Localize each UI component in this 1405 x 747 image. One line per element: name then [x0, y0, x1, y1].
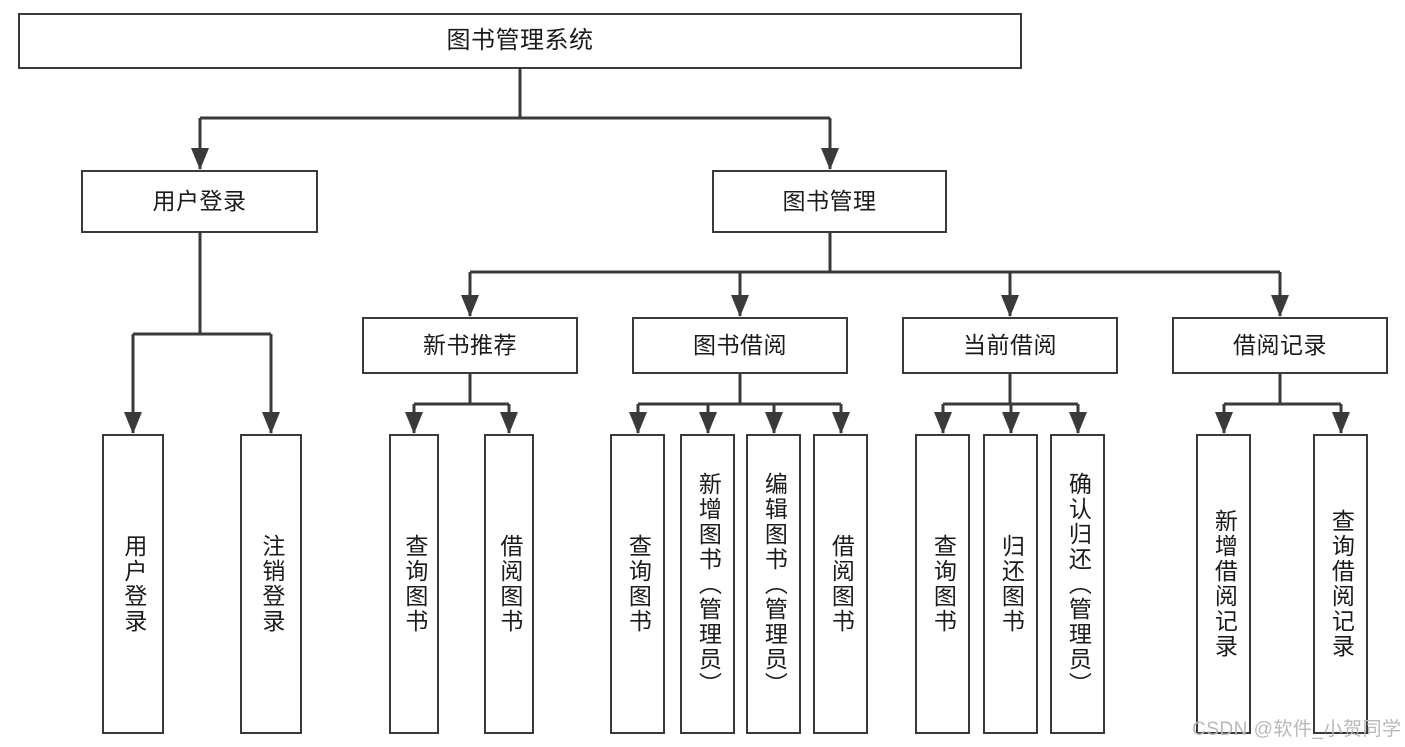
arrow-head — [405, 412, 423, 434]
node-label: 注销登录 — [258, 534, 285, 634]
arrow-head — [1069, 412, 1087, 434]
node-label: 新增图书（管理员） — [695, 471, 722, 697]
arrow-head — [629, 412, 647, 434]
arrow-head — [500, 412, 518, 434]
node-label: 查询图书 — [930, 534, 957, 634]
node-root: 图书管理系统 — [18, 13, 1022, 69]
arrow-head — [1002, 412, 1020, 434]
node-label: 编辑图书（管理员） — [761, 471, 788, 697]
arrow-head — [699, 412, 717, 434]
arrow-head — [1215, 412, 1233, 434]
node-l1-book-mgmt: 图书管理 — [712, 170, 947, 233]
node-l2-book-borrow: 图书借阅 — [632, 317, 848, 374]
node-label: 图书管理系统 — [446, 26, 594, 54]
node-leaf-confirm-return: 确认归还（管理员） — [1050, 434, 1105, 734]
node-label: 借阅图书 — [496, 534, 523, 634]
arrow-head — [731, 295, 749, 317]
node-label: 当前借阅 — [963, 331, 1057, 358]
node-leaf-return-book: 归还图书 — [983, 434, 1038, 734]
arrow-head — [1271, 295, 1289, 317]
arrow-head — [934, 412, 952, 434]
node-leaf-user-login: 用户登录 — [102, 434, 164, 734]
node-leaf-logout: 注销登录 — [240, 434, 302, 734]
node-l2-new-book-rec: 新书推荐 — [362, 317, 578, 374]
node-label: 用户登录 — [120, 534, 147, 634]
node-label: 新增借阅记录 — [1211, 509, 1238, 659]
node-label: 确认归还（管理员） — [1065, 471, 1092, 697]
arrow-head — [191, 148, 209, 170]
node-label: 用户登录 — [152, 187, 247, 214]
node-label: 图书借阅 — [693, 331, 787, 358]
arrow-head — [832, 412, 850, 434]
node-leaf-add-book: 新增图书（管理员） — [680, 434, 735, 734]
node-l1-user-login: 用户登录 — [81, 170, 318, 233]
node-leaf-borrow-book-2: 借阅图书 — [813, 434, 868, 734]
node-label: 查询图书 — [625, 534, 652, 634]
arrow-head — [765, 412, 783, 434]
node-label: 借阅记录 — [1233, 331, 1327, 358]
node-l2-current-borrow: 当前借阅 — [902, 317, 1118, 374]
arrow-head — [1001, 295, 1019, 317]
arrow-head — [461, 295, 479, 317]
node-leaf-query-book-3: 查询图书 — [915, 434, 970, 734]
node-l2-borrow-record: 借阅记录 — [1172, 317, 1388, 374]
watermark-label: CSDN @软件_小贺同学 — [1192, 719, 1402, 740]
node-leaf-query-book-1: 查询图书 — [389, 434, 439, 734]
node-leaf-add-record: 新增借阅记录 — [1196, 434, 1251, 734]
node-label: 图书管理 — [782, 187, 877, 214]
node-leaf-query-book-2: 查询图书 — [610, 434, 665, 734]
arrow-head — [1332, 412, 1350, 434]
node-label: 查询借阅记录 — [1328, 509, 1355, 659]
node-label: 归还图书 — [998, 534, 1025, 634]
arrow-head — [124, 412, 142, 434]
node-leaf-edit-book: 编辑图书（管理员） — [746, 434, 801, 734]
node-leaf-query-record: 查询借阅记录 — [1313, 434, 1368, 734]
node-leaf-borrow-book-1: 借阅图书 — [484, 434, 534, 734]
node-label: 新书推荐 — [423, 331, 517, 358]
arrow-head — [262, 412, 280, 434]
node-label: 借阅图书 — [828, 534, 855, 634]
node-label: 查询图书 — [401, 534, 428, 634]
arrow-head — [821, 148, 839, 170]
